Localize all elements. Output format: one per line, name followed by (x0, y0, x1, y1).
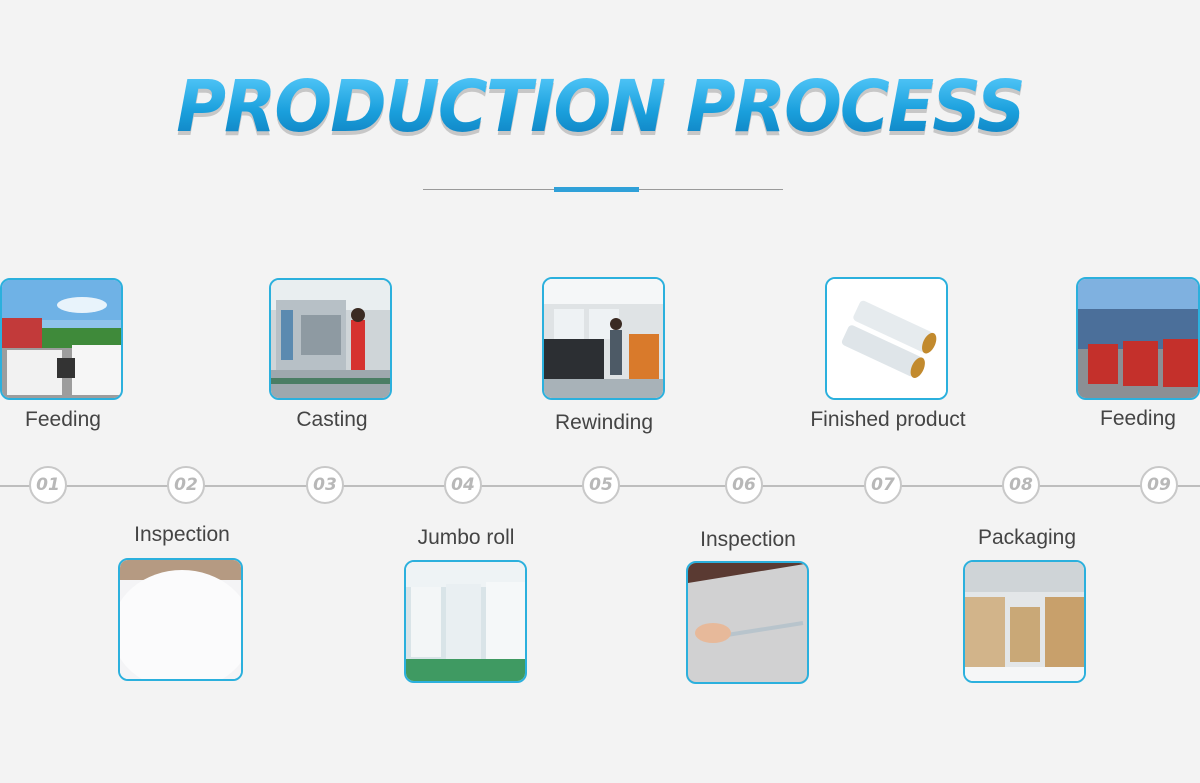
step-number-09: 09 (1140, 466, 1178, 504)
step-label-feeding-2: Feeding (1100, 407, 1176, 430)
factory-yard-photo (0, 278, 123, 400)
step-label-casting: Casting (296, 408, 368, 431)
step-label-packaging: Packaging (977, 526, 1077, 549)
page-title-shadow: PRODUCTION PROCESS (0, 70, 1200, 153)
jumbo-roll-photo (404, 560, 527, 683)
step-label-finished-product: Finished product (810, 408, 966, 431)
raw-material-photo (118, 558, 243, 681)
step-label-inspection-1: Inspection (134, 523, 230, 546)
step-number-02: 02 (167, 466, 205, 504)
step-number-08: 08 (1002, 466, 1040, 504)
step-number-05: 05 (582, 466, 620, 504)
warehouse-pallets-photo (963, 560, 1086, 683)
film-rolls-photo (825, 277, 948, 400)
step-number-07: 07 (864, 466, 902, 504)
step-number-04: 04 (444, 466, 482, 504)
page-title: PRODUCTION PROCESS (0, 66, 1200, 149)
delivery-trucks-photo (1076, 277, 1200, 400)
rewinding-machine-photo (542, 277, 665, 400)
step-number-06: 06 (725, 466, 763, 504)
step-number-03: 03 (306, 466, 344, 504)
step-label-inspection-2: Inspection (700, 528, 796, 551)
step-label-jumbo-roll: Jumbo roll (417, 526, 515, 549)
step-number-01: 01 (29, 466, 67, 504)
film-inspection-photo (686, 561, 809, 684)
step-label-feeding: Feeding (25, 408, 101, 431)
casting-machine-photo (269, 278, 392, 400)
step-label-rewinding: Rewinding (554, 411, 654, 434)
title-divider-accent (554, 187, 639, 192)
